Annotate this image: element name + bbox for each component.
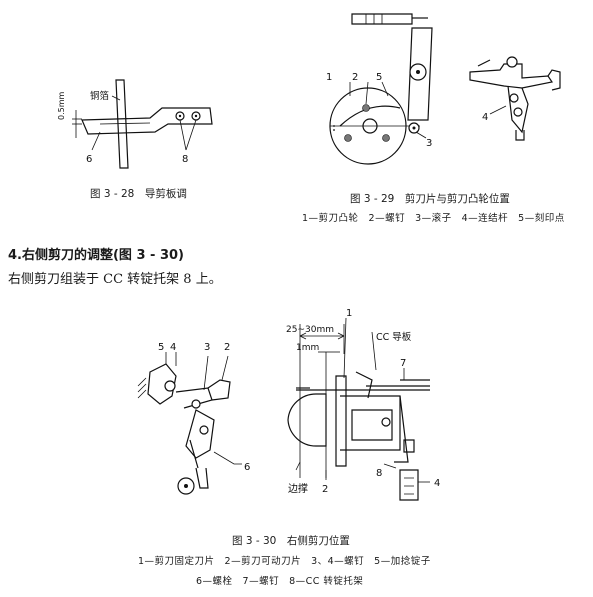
fig28-dim-label: 0.5mm [57, 91, 66, 120]
fig29-label-2: 2 [352, 72, 358, 83]
fig30-label-4b: 4 [434, 478, 440, 489]
fig30-label-5: 5 [158, 342, 164, 353]
fig30-legend-line2: 6—螺栓 7—螺钉 8—CC 转锭托架 [196, 576, 364, 587]
fig30-edge-label: 边撑 [288, 482, 308, 495]
fig30-cc-guide: CC 导板 [376, 331, 412, 343]
fig30-dim-25-30: 25~30mm [286, 325, 334, 335]
fig29-legend: 1—剪刀凸轮 2—螺钉 3—滚子 4—连结杆 5—刻印点 [302, 213, 565, 224]
fig28-label-8: 8 [182, 154, 188, 165]
fig29-label-4: 4 [482, 112, 488, 123]
fig30-label-1: 1 [346, 308, 352, 319]
fig28-foil-label: 铜箔 [90, 90, 109, 102]
fig30-label-3: 3 [204, 342, 210, 353]
fig30-label-2: 2 [224, 342, 230, 353]
fig30-label-8: 8 [376, 468, 382, 479]
fig30-label-6: 6 [244, 462, 250, 473]
fig30-caption: 图 3 - 30 右侧剪刀位置 [232, 535, 350, 547]
fig30-dim-1mm: 1mm [296, 343, 319, 353]
section-paragraph: 右侧剪刀组装于 CC 转锭托架 8 上。 [8, 272, 222, 287]
fig28-label-6: 6 [86, 154, 92, 165]
fig30-label-7: 7 [400, 358, 406, 369]
fig30-label-4: 4 [170, 342, 176, 353]
fig30-legend-line1: 1—剪刀固定刀片 2—剪刀可动刀片 3、4—螺钉 5—加捻锭子 [138, 556, 431, 567]
fig29-caption: 图 3 - 29 剪刀片与剪刀凸轮位置 [350, 193, 510, 205]
fig28-caption: 图 3 - 28 导剪板调 [90, 188, 187, 200]
fig29-label-3: 3 [426, 138, 432, 149]
fig29-label-1: 1 [326, 72, 332, 83]
section-heading: 4.右侧剪刀的调整(图 3 - 30) [8, 248, 184, 263]
fig29-label-5: 5 [376, 72, 382, 83]
fig30-label-2b: 2 [322, 484, 328, 495]
